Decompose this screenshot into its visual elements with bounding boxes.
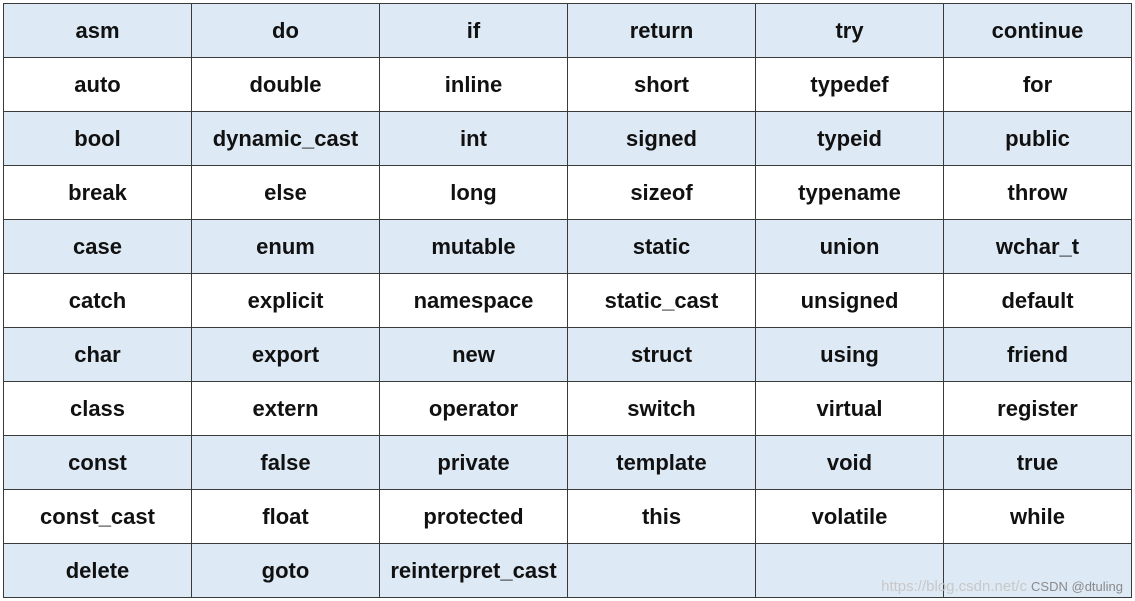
table-cell: reinterpret_cast (379, 543, 568, 598)
table-cell: catch (3, 273, 192, 328)
table-row: catch explicit namespace static_cast uns… (3, 273, 1132, 328)
table-cell: namespace (379, 273, 568, 328)
table-cell: const_cast (3, 489, 192, 544)
table-cell: struct (567, 327, 756, 382)
table-cell: for (943, 57, 1132, 112)
table-cell: signed (567, 111, 756, 166)
table-cell: float (191, 489, 380, 544)
keywords-table: asm do if return try continue auto doubl… (3, 3, 1132, 598)
table-cell: protected (379, 489, 568, 544)
table-cell: true (943, 435, 1132, 490)
table-row: case enum mutable static union wchar_t (3, 219, 1132, 274)
table-cell: do (191, 3, 380, 58)
table-cell: short (567, 57, 756, 112)
table-cell: mutable (379, 219, 568, 274)
table-cell: int (379, 111, 568, 166)
table-cell: template (567, 435, 756, 490)
table-cell: char (3, 327, 192, 382)
table-cell: break (3, 165, 192, 220)
table-row: auto double inline short typedef for (3, 57, 1132, 112)
table-row: char export new struct using friend (3, 327, 1132, 382)
table-cell: static (567, 219, 756, 274)
table-cell: operator (379, 381, 568, 436)
table-row: delete goto reinterpret_cast (3, 543, 1132, 598)
table-cell: case (3, 219, 192, 274)
table-cell: throw (943, 165, 1132, 220)
table-row: asm do if return try continue (3, 3, 1132, 58)
table-cell: continue (943, 3, 1132, 58)
table-cell: auto (3, 57, 192, 112)
table-cell: const (3, 435, 192, 490)
keywords-table-container: asm do if return try continue auto doubl… (3, 3, 1132, 598)
table-cell: this (567, 489, 756, 544)
watermark-brand: CSDN @dtuling (1031, 579, 1123, 594)
table-cell: explicit (191, 273, 380, 328)
table-row: bool dynamic_cast int signed typeid publ… (3, 111, 1132, 166)
table-cell: switch (567, 381, 756, 436)
table-cell: public (943, 111, 1132, 166)
table-row: const false private template void true (3, 435, 1132, 490)
table-cell: delete (3, 543, 192, 598)
table-row: break else long sizeof typename throw (3, 165, 1132, 220)
table-cell: sizeof (567, 165, 756, 220)
table-cell: false (191, 435, 380, 490)
table-cell: try (755, 3, 944, 58)
table-cell: typeid (755, 111, 944, 166)
table-row: const_cast float protected this volatile… (3, 489, 1132, 544)
table-cell (943, 543, 1132, 598)
table-cell: volatile (755, 489, 944, 544)
table-cell: else (191, 165, 380, 220)
table-cell: void (755, 435, 944, 490)
table-cell: bool (3, 111, 192, 166)
table-cell: enum (191, 219, 380, 274)
table-cell: register (943, 381, 1132, 436)
table-cell: export (191, 327, 380, 382)
table-cell: using (755, 327, 944, 382)
table-cell: union (755, 219, 944, 274)
table-cell: wchar_t (943, 219, 1132, 274)
table-row: class extern operator switch virtual reg… (3, 381, 1132, 436)
table-cell: unsigned (755, 273, 944, 328)
table-cell: friend (943, 327, 1132, 382)
table-cell: extern (191, 381, 380, 436)
table-cell: new (379, 327, 568, 382)
table-cell: while (943, 489, 1132, 544)
table-cell: typedef (755, 57, 944, 112)
table-cell: class (3, 381, 192, 436)
table-cell: virtual (755, 381, 944, 436)
table-cell: private (379, 435, 568, 490)
table-cell: default (943, 273, 1132, 328)
table-cell: return (567, 3, 756, 58)
table-cell: double (191, 57, 380, 112)
table-cell: goto (191, 543, 380, 598)
table-cell (567, 543, 756, 598)
table-cell: if (379, 3, 568, 58)
table-cell (755, 543, 944, 598)
table-cell: inline (379, 57, 568, 112)
table-cell: asm (3, 3, 192, 58)
table-cell: long (379, 165, 568, 220)
table-cell: static_cast (567, 273, 756, 328)
table-cell: typename (755, 165, 944, 220)
watermark-url: https://blog.csdn.net/c (881, 578, 1028, 595)
table-cell: dynamic_cast (191, 111, 380, 166)
